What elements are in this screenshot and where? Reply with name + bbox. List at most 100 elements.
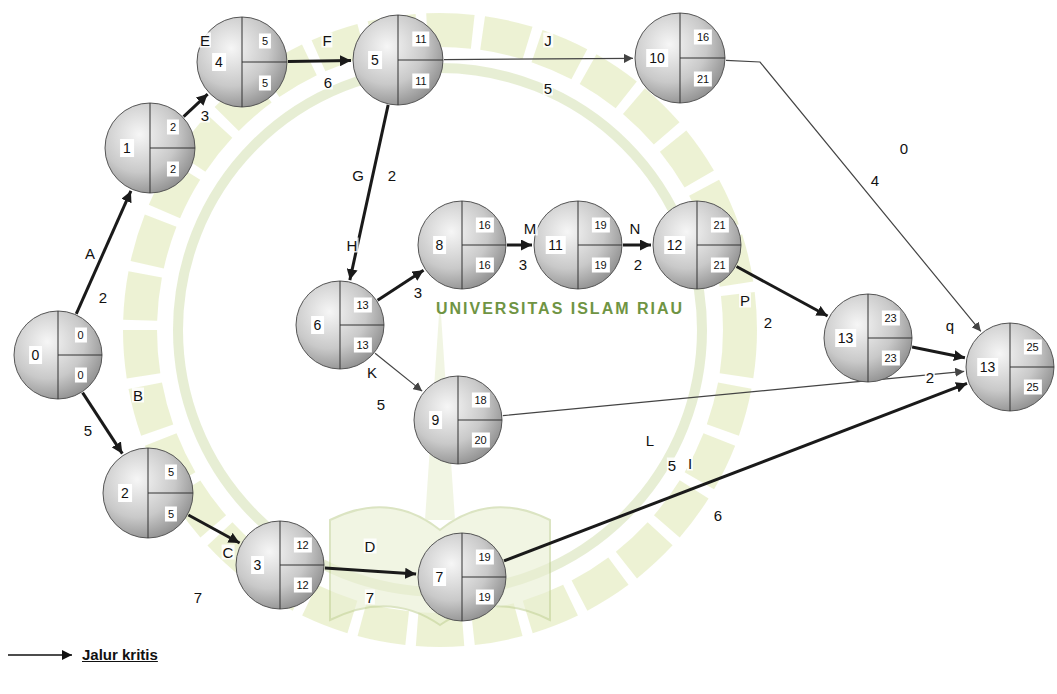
- circle-divider: [697, 245, 741, 246]
- latest-time: 21: [710, 258, 728, 273]
- event-circle-outline: [296, 281, 384, 369]
- earliest-time: 16: [694, 30, 712, 45]
- circle-divider: [868, 338, 912, 339]
- event-node: 81616: [417, 200, 507, 290]
- earliest-time: 23: [881, 310, 899, 325]
- activity-label: L: [645, 433, 655, 448]
- event-number: 12: [664, 236, 686, 254]
- critical-activity-arrow: [507, 244, 532, 247]
- earliest-time: 5: [259, 34, 271, 49]
- event-node: 101621: [634, 12, 726, 104]
- event-node: 132323: [823, 293, 913, 383]
- event-circle: [417, 532, 507, 622]
- circle-divider: [680, 58, 725, 59]
- activity-label: C: [222, 545, 235, 560]
- event-circle: [295, 280, 385, 370]
- event-node: 13 25 25: [965, 322, 1055, 412]
- event-circle-outline: [14, 311, 102, 399]
- latest-time: 23: [881, 351, 899, 366]
- critical-activity-arrow: [83, 393, 123, 454]
- activity-label: D: [364, 539, 377, 554]
- activity-arrow: [375, 353, 422, 391]
- critical-activity-arrow: [288, 59, 351, 63]
- event-circle-outline: [103, 448, 193, 538]
- event-circle: [102, 447, 194, 539]
- event-number: 11: [545, 236, 566, 254]
- activity-label: K: [366, 365, 378, 380]
- earliest-time: 18: [471, 392, 489, 407]
- event-node: 4 5 5: [196, 16, 288, 108]
- event-circle-outline: [635, 13, 725, 103]
- earliest-time: 0: [74, 327, 86, 342]
- activity-label: H: [346, 238, 359, 253]
- event-number: 13: [977, 358, 999, 376]
- event-circle-outline: [236, 521, 324, 609]
- event-number: 2: [118, 484, 132, 502]
- watermark-book: [330, 507, 550, 625]
- critical-activity-arrow: [188, 515, 239, 543]
- event-circle-outline: [353, 15, 443, 105]
- event-circle: [104, 102, 196, 194]
- latest-time: 12: [293, 578, 311, 593]
- duration-label: 7: [365, 590, 375, 605]
- critical-activity-arrow: [350, 105, 388, 280]
- circle-divider: [148, 493, 193, 494]
- critical-activity-arrow: [912, 347, 965, 358]
- latest-time: 5: [259, 75, 271, 90]
- event-node: 91820: [413, 375, 503, 465]
- duration-label: 2: [387, 168, 397, 183]
- activity-label: I: [687, 456, 693, 471]
- circle-divider: [398, 60, 443, 61]
- event-circle-outline: [653, 201, 741, 289]
- latest-time: 11: [412, 73, 429, 88]
- critical-activity-arrow: [623, 244, 651, 247]
- duration-label: 4: [870, 173, 880, 188]
- latest-time: 2: [167, 161, 179, 176]
- earliest-time: 2: [167, 120, 179, 135]
- event-circle-outline: [105, 103, 195, 193]
- circle-divider: [340, 325, 384, 326]
- earliest-time: 25: [1023, 339, 1041, 354]
- latest-time: 25: [1023, 380, 1041, 395]
- event-number: 4: [212, 53, 226, 71]
- latest-time: 19: [475, 590, 493, 605]
- critical-activity-arrow: [504, 383, 967, 560]
- circle-divider: [578, 245, 622, 246]
- earliest-time: 13: [353, 297, 371, 312]
- watermark-ring: [178, 68, 702, 592]
- critical-activity-arrow: [737, 267, 828, 317]
- earliest-time: 5: [165, 465, 177, 480]
- event-number: 1: [120, 139, 134, 157]
- circle-divider: [462, 577, 506, 578]
- duration-label: 2: [98, 290, 108, 305]
- event-circle: [413, 375, 503, 465]
- circle-divider: [58, 355, 102, 356]
- event-node: 51111: [352, 14, 444, 106]
- activity-label: F: [321, 33, 332, 48]
- event-circle-outline: [534, 201, 622, 289]
- earliest-time: 11: [412, 32, 429, 47]
- event-number: 0: [29, 346, 43, 364]
- legend-text: Jalur kritis: [82, 646, 158, 664]
- event-circle-outline: [197, 17, 287, 107]
- event-circle: [417, 200, 507, 290]
- duration-label: 5: [543, 81, 553, 96]
- earliest-time: 19: [591, 217, 609, 232]
- earliest-time: 21: [710, 217, 728, 232]
- activity-label: G: [351, 168, 365, 183]
- circle-divider: [1010, 367, 1054, 368]
- earliest-time: 19: [475, 549, 493, 564]
- activity-arrow: [726, 60, 981, 331]
- event-circle-outline: [824, 294, 912, 382]
- watermark-ring: [140, 30, 740, 630]
- watermark-text: UNIVERSITAS ISLAM RIAU: [436, 300, 684, 318]
- event-node: 255: [102, 447, 194, 539]
- duration-label: 5: [83, 423, 93, 438]
- event-node: 31212: [235, 520, 325, 610]
- critical-activity-arrow: [378, 270, 424, 300]
- event-number: 7: [433, 568, 447, 586]
- circle-divider: [150, 148, 195, 149]
- latest-time: 20: [471, 433, 489, 448]
- duration-label: 3: [518, 257, 528, 272]
- event-node: 1 2 2: [104, 102, 196, 194]
